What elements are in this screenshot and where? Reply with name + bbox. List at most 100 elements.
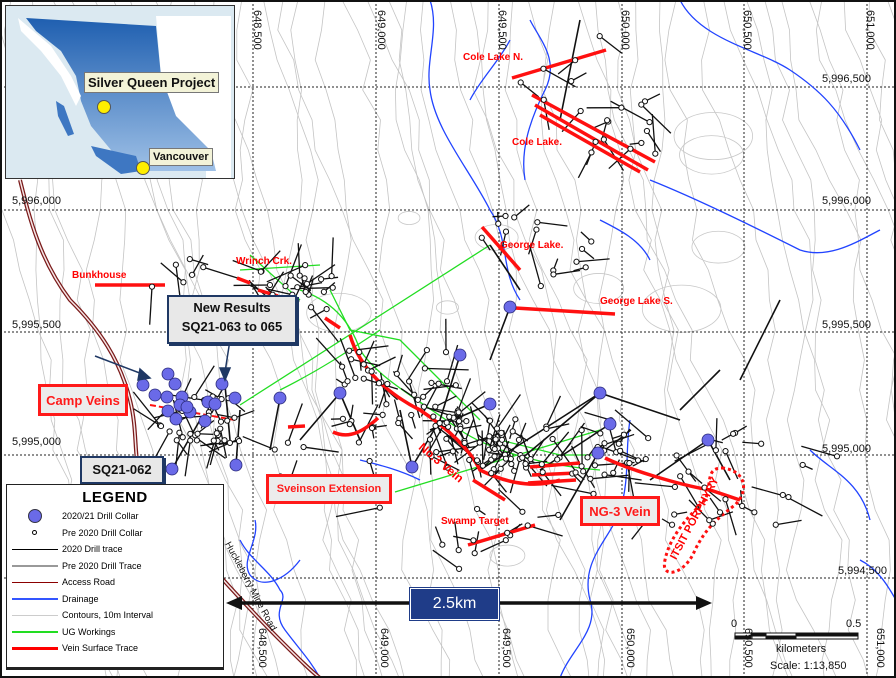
drill-trace (454, 521, 460, 551)
pre-2020-collar (511, 214, 518, 221)
contour-line (651, 0, 722, 678)
george-lake-s-label: George Lake S. (600, 296, 673, 307)
inset-location-map: Silver Queen Project Vancouver (5, 5, 235, 179)
drill-collar-2020-21 (148, 388, 162, 402)
pre-2020-collar (302, 262, 309, 269)
pre-2020-collar (466, 456, 473, 464)
drill-trace (513, 204, 530, 218)
drill-trace (432, 549, 460, 570)
drill-trace (546, 423, 570, 430)
pre-2020-collar (620, 431, 628, 438)
drill-trace (543, 99, 550, 131)
drill-trace-2020 (489, 244, 521, 291)
easting-label: 651,000 (864, 10, 876, 50)
contour-line (577, 0, 651, 678)
drill-trace (520, 434, 532, 460)
pre-2020-collar (584, 454, 591, 461)
drill-trace (775, 519, 802, 526)
callout-arrows (94, 339, 232, 382)
drill-trace (735, 502, 755, 513)
drill-trace-2020 (599, 392, 681, 421)
pre-2020-collar (442, 349, 450, 356)
contour-line (679, 135, 745, 175)
drill-trace (160, 262, 184, 283)
northing-label: 5,996,000 (822, 195, 871, 207)
pre-2020-collar (709, 520, 716, 527)
pre-2020-collar (221, 437, 228, 444)
pre-2020-collar (455, 565, 463, 572)
northing-label: 5,994,500 (838, 565, 887, 577)
pre-2020-collar (443, 419, 450, 426)
legend-label: Access Road (62, 577, 116, 588)
city-label: Vancouver (149, 148, 213, 166)
contour-line (435, 300, 459, 315)
pre-2020-collar (617, 447, 624, 454)
drill-trace (551, 484, 594, 495)
contour-line (394, 0, 443, 678)
drill-collar-2020-21 (161, 404, 175, 418)
contour-line (366, 0, 526, 678)
drill-trace (640, 104, 672, 134)
drill-collar-2020-21 (405, 460, 419, 474)
pre-2020-collar (191, 393, 198, 401)
pre-2020-collar (591, 462, 599, 469)
pre-2020-collar (799, 461, 806, 469)
pre-2020-collar (502, 537, 509, 544)
pre-2020-collar (339, 415, 347, 422)
camp-veins-label: Camp Veins (38, 384, 128, 416)
contour-line (701, 0, 783, 678)
drill-collar-2020-21 (180, 400, 194, 414)
drill-collar-2020-21 (453, 348, 467, 362)
pre-2020-collar (502, 212, 509, 220)
contour-line (420, 0, 572, 678)
easting-label: 649,500 (496, 10, 508, 50)
easting-label: 650,500 (741, 10, 753, 50)
contour-line (617, 0, 740, 678)
pre-2020-collar (833, 453, 841, 460)
drill-trace (525, 438, 546, 468)
contour-line (504, 0, 635, 678)
pre-2020-collar (393, 370, 400, 377)
easting-label: 649,000 (378, 628, 390, 668)
legend-symbol (7, 530, 62, 536)
northing-label: 5,995,500 (12, 319, 61, 331)
contour-line (306, 292, 372, 333)
drill-trace (175, 264, 181, 297)
pre-2020-collar (626, 459, 633, 467)
drill-trace (203, 266, 242, 280)
drill-collar-2020-21 (198, 414, 212, 428)
contour-line (449, 0, 606, 678)
drill-trace (339, 338, 356, 379)
contour-line (723, 0, 838, 678)
drill-trace (358, 404, 379, 443)
drill-trace (287, 403, 303, 443)
drill-trace (724, 450, 739, 480)
drill-trace (520, 82, 540, 98)
pre-2020-collar (643, 127, 651, 135)
drill-collars-2020-21 (136, 300, 715, 476)
drill-trace (604, 473, 642, 481)
drill-trace (310, 306, 339, 342)
pre-2020-collar (592, 138, 599, 145)
pre-2020-collar (455, 547, 462, 554)
drill-collar-2020-21 (701, 433, 715, 447)
drill-trace-2020 (519, 392, 601, 461)
pre-2020-collar (226, 439, 234, 446)
pre-2020-collar (785, 493, 792, 501)
drill-trace-2020 (479, 392, 601, 471)
legend-symbol (7, 509, 62, 524)
pre-2020-collar (360, 361, 367, 368)
pre-2020-collar (519, 508, 526, 515)
drill-trace (545, 395, 562, 427)
drill-trace-2020 (707, 439, 731, 481)
pre-2020-collar (497, 465, 504, 472)
pre-2020-collar (339, 363, 346, 370)
vancouver-marker (136, 161, 150, 175)
legend-symbol (7, 646, 62, 650)
pre-2020-collar (282, 282, 289, 290)
contour-line (691, 230, 746, 264)
drill-trace (801, 445, 838, 457)
drill-trace (303, 446, 339, 453)
pre-2020-collar (383, 401, 390, 408)
